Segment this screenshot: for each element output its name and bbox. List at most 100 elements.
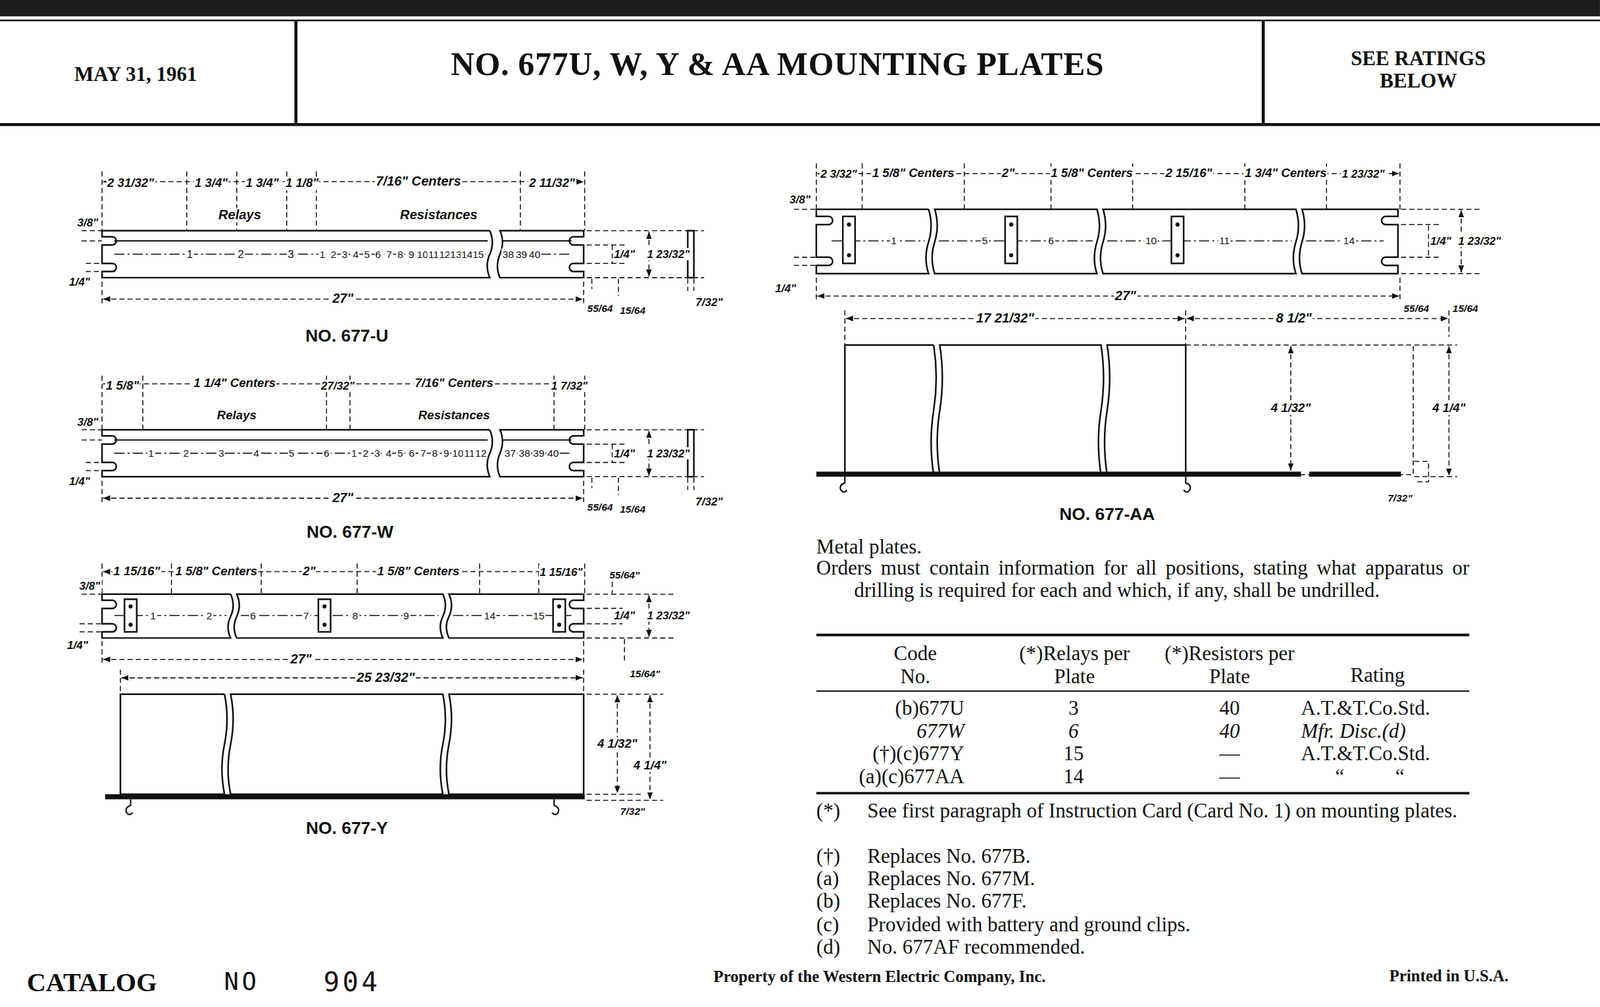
dimension-label: 1 3/4"	[244, 176, 280, 191]
plate-677u	[103, 180, 585, 183]
dimension-label: 55/64"	[608, 569, 641, 581]
plate-677aa	[817, 295, 1399, 297]
table-cell: 677W	[916, 719, 964, 742]
position-number: 3	[373, 447, 381, 459]
plate-677aa	[861, 163, 864, 210]
header-rules	[0, 0, 1600, 125]
position-number: 2	[205, 609, 214, 622]
dimension-label: 27"	[331, 291, 355, 306]
footer-text: NO	[224, 968, 260, 996]
footnote: (*)	[816, 798, 841, 822]
dimension-label: 25 23/32"	[355, 670, 416, 685]
dimension-label: 3/8"	[76, 216, 100, 229]
dimension-label: 1 7/32"	[550, 379, 589, 393]
plate-677aa	[1175, 222, 1180, 227]
dimension-label: 15/64	[1451, 302, 1479, 314]
figure-caption: NO. 677-W	[305, 523, 395, 543]
dimension-label: 2 15/16"	[1164, 166, 1214, 180]
plate-677y	[586, 637, 674, 639]
position-number: 40	[528, 248, 542, 260]
position-number: 7	[301, 609, 310, 622]
plate-677aa	[1299, 209, 1399, 274]
header-rules	[0, 19, 1600, 22]
dimension-label: 1 3/4" Centers	[1243, 166, 1328, 180]
plate-677w	[81, 375, 704, 506]
position-number: 3	[217, 447, 225, 459]
position-number: 5	[287, 447, 296, 459]
plate-677y	[101, 640, 103, 666]
dimension-label: 2"	[301, 564, 317, 578]
plate-677aa	[1414, 344, 1458, 346]
header-rules	[0, 123, 1600, 127]
dimension-label: 1/4"	[613, 446, 637, 460]
plate-677aa	[1414, 476, 1458, 478]
plate-677u	[81, 171, 704, 307]
page-title: NO. 677U, W, Y & AA MOUNTING PLATES	[450, 45, 1104, 83]
plate-677aa	[1175, 253, 1180, 258]
footer-text: 904	[323, 967, 381, 997]
position-number: 38	[501, 248, 515, 260]
plate-677y	[171, 563, 173, 595]
plate-677aa	[1448, 310, 1450, 337]
position-number: 1	[149, 609, 158, 622]
dimension-label: 2"	[1000, 166, 1016, 180]
plate-677y	[81, 593, 102, 595]
plate-677y	[121, 676, 583, 679]
plate-677aa	[1185, 344, 1414, 475]
table-cell: 15	[1063, 742, 1084, 765]
table-header: (*)Resistors per Plate	[1155, 642, 1304, 687]
position-number: 38	[517, 447, 531, 459]
position-number: 14	[1342, 235, 1356, 247]
position-number: 1	[185, 248, 195, 261]
plate-677y	[318, 598, 331, 632]
position-number: 1	[890, 235, 899, 247]
plate-677aa	[846, 253, 851, 258]
dimension-label: 27"	[331, 490, 355, 506]
figure-caption: NO. 677-U	[304, 326, 390, 347]
plate-677y	[234, 594, 446, 639]
plate-677y	[119, 669, 122, 694]
plate-677y	[124, 598, 137, 632]
plate-677aa	[1414, 461, 1429, 482]
footnote: Replaces No. 677B.	[867, 844, 1031, 867]
plate-677y	[586, 623, 623, 625]
position-number: 4	[351, 248, 360, 260]
dimension-label: 7/16" Centers	[413, 376, 495, 391]
plate-677aa	[937, 344, 1104, 475]
position-number: 15	[532, 609, 546, 622]
dimension-label: 1 5/8" Centers	[174, 564, 259, 578]
plate-677y	[582, 640, 585, 666]
position-number: 5	[980, 235, 989, 247]
dimension-label: 1 23/32"	[1457, 234, 1502, 248]
plate-677aa	[844, 344, 937, 475]
plate-677aa	[1183, 476, 1191, 492]
dimension-label: 1 15/16"	[538, 565, 584, 578]
plate-677y	[553, 598, 566, 632]
group-label: Resistances	[399, 207, 479, 223]
plate-677y	[649, 694, 651, 799]
position-number: 6	[249, 609, 258, 622]
plate-677u	[519, 171, 522, 231]
header-rules	[0, 0, 1600, 17]
dimension-label: 1 5/8" Centers	[871, 166, 956, 180]
table-cell: (b)677U	[895, 696, 965, 719]
table-cell: —	[1219, 764, 1240, 787]
position-number: 5	[363, 248, 372, 260]
table-rules	[816, 634, 1470, 793]
plate-677y	[611, 581, 614, 595]
dimension-label: 3/8"	[76, 415, 100, 428]
plate-677aa	[1186, 317, 1449, 320]
plate-677aa	[794, 256, 817, 258]
dimension-label: 1/4"	[68, 474, 92, 487]
table-rules	[816, 633, 1470, 637]
table-rules	[816, 791, 1470, 795]
position-number: 2	[182, 447, 191, 459]
plate-677y	[551, 798, 559, 814]
position-number: 6	[1047, 235, 1056, 247]
table-header: Code No.	[878, 642, 952, 687]
plate-677y	[79, 563, 674, 815]
plate-677y	[128, 603, 133, 608]
plate-677u	[101, 171, 103, 231]
dimension-label: 4 1/4"	[1431, 401, 1467, 415]
dimension-label: 1 23/32"	[646, 609, 691, 622]
